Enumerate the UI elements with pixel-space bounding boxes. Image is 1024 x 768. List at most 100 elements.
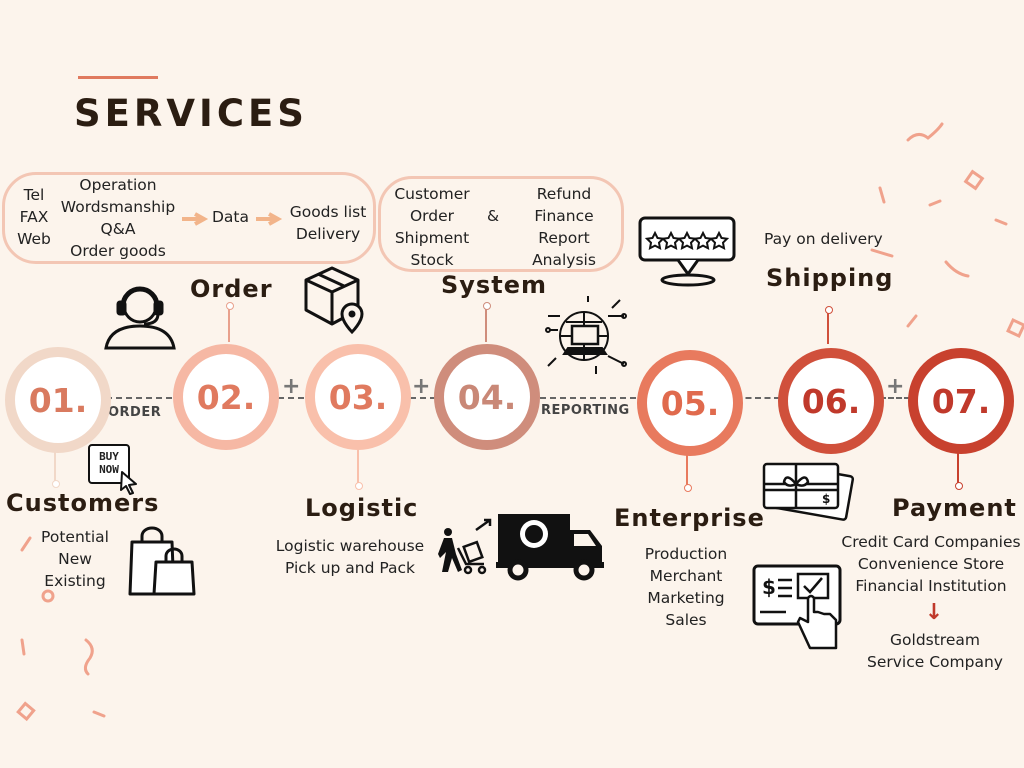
svg-text:$: $ bbox=[762, 575, 776, 599]
order-connector-label: ORDER bbox=[108, 405, 162, 420]
description-line: Service Company bbox=[867, 653, 1003, 671]
title-accent-line bbox=[78, 76, 158, 79]
description-line: Pick up and Pack bbox=[284, 559, 416, 577]
package-location-icon bbox=[304, 266, 364, 335]
description-line: Potential bbox=[41, 528, 109, 546]
stem-line bbox=[827, 310, 829, 344]
goods-item: Goods list bbox=[289, 203, 367, 221]
customers-description: Potential New Existing bbox=[30, 526, 120, 592]
system-item: Analysis bbox=[532, 251, 596, 269]
step-circle-02: 02. bbox=[173, 344, 279, 450]
description-line: Existing bbox=[44, 572, 106, 590]
stem-line bbox=[54, 448, 56, 482]
reporting-connector-label: REPORTING bbox=[541, 403, 630, 418]
stem-line bbox=[228, 306, 230, 342]
channel-list: Tel FAX Web bbox=[12, 184, 56, 250]
operation-list: Operation Wordsmanship Q&A Order goods bbox=[58, 174, 178, 262]
order-flow-pill bbox=[2, 172, 376, 264]
timeline-dash bbox=[278, 397, 304, 399]
buy-now-text: BUY NOW bbox=[90, 446, 128, 476]
system-right-list: Refund Finance Report Analysis bbox=[524, 183, 604, 271]
cursor-icon bbox=[120, 471, 137, 495]
channel-item: Tel bbox=[23, 186, 45, 204]
delivery-truck-icon bbox=[438, 514, 604, 581]
timeline-dash bbox=[736, 397, 780, 399]
operation-item: Order goods bbox=[70, 242, 166, 260]
data-label: Data bbox=[212, 208, 250, 226]
description-line: New bbox=[58, 550, 92, 568]
buy-text: BUY bbox=[99, 450, 119, 463]
stem-line bbox=[686, 450, 688, 486]
description-line: Credit Card Companies bbox=[841, 533, 1021, 551]
system-item: Report bbox=[538, 229, 590, 247]
computer-system-icon bbox=[545, 296, 627, 374]
payment-provider: Goldstream Service Company bbox=[850, 629, 1020, 673]
system-item: Refund bbox=[536, 185, 592, 203]
stem-line bbox=[957, 450, 959, 484]
online-payment-icon: $ bbox=[752, 564, 842, 650]
page-title: SERVICES bbox=[74, 92, 308, 135]
goods-list: Goods list Delivery bbox=[286, 201, 370, 245]
shipping-label: Shipping bbox=[766, 264, 894, 292]
stem-dot bbox=[226, 302, 234, 310]
down-arrow-icon: ↓ bbox=[924, 600, 944, 625]
description-line: Sales bbox=[665, 611, 707, 629]
payment-description: Credit Card Companies Convenience Store … bbox=[838, 531, 1024, 597]
system-item: Customer bbox=[394, 185, 470, 203]
logistic-description: Logistic warehouse Pick up and Pack bbox=[270, 535, 430, 579]
operation-item: Operation bbox=[79, 176, 157, 194]
stem-dot bbox=[483, 302, 491, 310]
operator-headset-icon bbox=[104, 286, 176, 350]
stem-dot bbox=[684, 484, 692, 492]
enterprise-description: Production Merchant Marketing Sales bbox=[636, 543, 736, 631]
shipping-description: Pay on delivery bbox=[764, 230, 883, 248]
logistic-label: Logistic bbox=[305, 494, 419, 522]
system-pill bbox=[378, 176, 624, 272]
goods-item: Delivery bbox=[295, 225, 361, 243]
stem-dot bbox=[52, 480, 60, 488]
plus-sign: + bbox=[412, 374, 431, 399]
description-line: Production bbox=[644, 545, 728, 563]
step-circle-03: 03. bbox=[305, 344, 411, 450]
shopping-bags-icon bbox=[128, 526, 196, 596]
gift-card-icon: $ bbox=[762, 462, 855, 521]
step-circle-05: 05. bbox=[637, 350, 743, 456]
description-line: Marketing bbox=[647, 589, 725, 607]
arrow-right-icon bbox=[182, 212, 209, 226]
stem-line bbox=[357, 450, 359, 484]
step-circle-04: 04. bbox=[434, 344, 540, 450]
operation-item: Q&A bbox=[100, 220, 136, 238]
plus-sign: + bbox=[282, 374, 301, 399]
plus-sign: + bbox=[886, 374, 905, 399]
description-line: Convenience Store bbox=[857, 555, 1005, 573]
now-text: NOW bbox=[99, 463, 119, 476]
payment-label: Payment bbox=[892, 494, 1017, 522]
operation-item: Wordsmanship bbox=[60, 198, 176, 216]
timeline-dash bbox=[880, 397, 910, 399]
step-circle-01: 01. bbox=[5, 347, 111, 453]
order-label: Order bbox=[190, 275, 273, 303]
system-item: Stock bbox=[410, 251, 454, 269]
rating-stars-icon bbox=[638, 216, 736, 287]
stem-dot bbox=[825, 306, 833, 314]
system-item: Shipment bbox=[394, 229, 470, 247]
description-line: Goldstream bbox=[890, 631, 980, 649]
channel-item: FAX bbox=[19, 208, 49, 226]
system-left-list: Customer Order Shipment Stock bbox=[390, 183, 474, 271]
ampersand: & bbox=[487, 207, 500, 225]
description-line: Financial Institution bbox=[855, 577, 1007, 595]
system-item: Finance bbox=[534, 207, 594, 225]
system-label: System bbox=[441, 271, 547, 299]
channel-item: Web bbox=[17, 230, 51, 248]
arrow-right-icon bbox=[256, 212, 283, 226]
stem-dot bbox=[955, 482, 963, 490]
description-line: Merchant bbox=[649, 567, 723, 585]
stem-line bbox=[485, 306, 487, 342]
description-line: Logistic warehouse bbox=[275, 537, 425, 555]
timeline-dash bbox=[410, 397, 436, 399]
step-circle-06: 06. bbox=[778, 348, 884, 454]
timeline-dash bbox=[540, 397, 636, 399]
enterprise-label: Enterprise bbox=[614, 504, 765, 532]
timeline-dash bbox=[106, 397, 172, 399]
